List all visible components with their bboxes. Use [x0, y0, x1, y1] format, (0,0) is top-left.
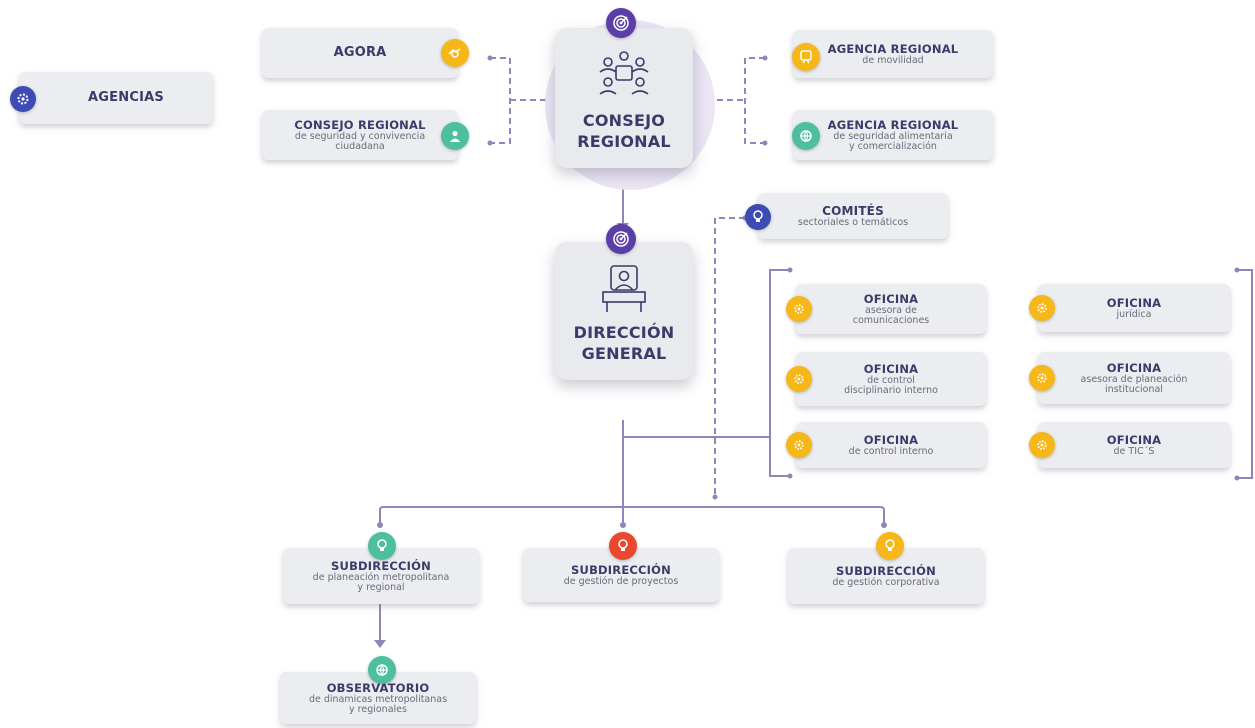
train-icon [792, 43, 820, 71]
direccion-general-line2: GENERAL [581, 344, 667, 363]
oficina-title: OFICINA [1106, 296, 1162, 310]
consejo-regional-line1: CONSEJO [582, 111, 666, 130]
subdireccion-sub1: de planeación metropolitana [312, 572, 450, 583]
subdireccion-sub2: y regional [357, 582, 405, 593]
oficina-disciplinario-box: OFICINA de control disciplinario interno [796, 352, 986, 406]
consejo-seguridad-sub1: de seguridad y convivencia [294, 131, 426, 142]
lightbulb-icon [609, 532, 637, 560]
comites-title: COMITÉS [822, 204, 884, 218]
gear-icon [786, 296, 812, 322]
oficina-sub2: comunicaciones [852, 315, 930, 326]
subdireccion-title: SUBDIRECCIÓN [571, 563, 671, 577]
oficina-juridica-box: OFICINA jurídica [1038, 284, 1230, 332]
subdireccion-corporativa-box: SUBDIRECCIÓN de gestión corporativa [788, 548, 984, 604]
desk-person-icon [602, 265, 646, 312]
consejo-regional-line2: REGIONAL [577, 132, 671, 151]
consejo-seguridad-box: CONSEJO REGIONAL de seguridad y conviven… [262, 110, 458, 160]
observatorio-sub2: y regionales [349, 704, 407, 715]
handshake-icon [441, 39, 469, 67]
oficina-control-interno-box: OFICINA de control interno [796, 422, 986, 468]
consejo-seguridad-sub2: ciudadana [335, 141, 385, 152]
oficina-title: OFICINA [863, 292, 919, 306]
agencia-seguridad-sub1: de seguridad alimentaria [833, 131, 953, 142]
comites-box: COMITÉS sectoriales o temáticos [758, 193, 948, 239]
agora-box: AGORA [262, 28, 458, 78]
agencias-box: AGENCIAS [19, 72, 213, 124]
gear-icon [10, 86, 36, 112]
agencia-movilidad-title: AGENCIA REGIONAL [827, 42, 959, 56]
oficina-sub1: de control [867, 375, 915, 386]
oficina-sub2: disciplinario interno [844, 385, 938, 396]
gear-icon [1029, 295, 1055, 321]
oficina-sub1: asesora de [865, 305, 917, 316]
target-icon [606, 8, 636, 38]
subdireccion-title: SUBDIRECCIÓN [836, 564, 936, 578]
agencia-seguridad-title: AGENCIA REGIONAL [827, 118, 959, 132]
lightbulb-icon [745, 204, 771, 230]
oficina-title: OFICINA [863, 433, 919, 447]
shield-person-icon [441, 122, 469, 150]
oficina-sub1: jurídica [1116, 309, 1152, 320]
lightbulb-icon [368, 532, 396, 560]
observatorio-title: OBSERVATORIO [326, 681, 430, 695]
subdireccion-title: SUBDIRECCIÓN [331, 559, 431, 573]
agora-title: AGORA [333, 45, 387, 60]
consejo-seguridad-title: CONSEJO REGIONAL [294, 118, 426, 132]
direccion-general-line1: DIRECCIÓN [573, 323, 675, 342]
gear-icon [786, 366, 812, 392]
oficina-sub1: de TIC´S [1113, 446, 1155, 457]
oficina-tics-box: OFICINA de TIC´S [1038, 422, 1230, 468]
agencia-movilidad-sub1: de movilidad [862, 55, 924, 66]
comites-sub1: sectoriales o temáticos [797, 217, 909, 228]
consejo-regional-box: CONSEJO REGIONAL [555, 28, 693, 168]
oficina-title: OFICINA [1106, 361, 1162, 375]
gear-icon [786, 432, 812, 458]
direccion-general-box: DIRECCIÓN GENERAL [555, 242, 693, 380]
subdireccion-sub1: de gestión de proyectos [563, 576, 679, 587]
agencias-title: AGENCIAS [88, 90, 164, 105]
agencia-seguridad-box: AGENCIA REGIONAL de seguridad alimentari… [793, 110, 993, 160]
lightbulb-icon [876, 532, 904, 560]
gear-icon [1029, 365, 1055, 391]
oficina-planeacion-box: OFICINA asesora de planeación institucio… [1038, 352, 1230, 404]
oficina-sub1: asesora de planeación [1080, 374, 1188, 385]
agencia-movilidad-box: AGENCIA REGIONAL de movilidad [793, 30, 993, 78]
gear-icon [1029, 432, 1055, 458]
oficina-sub1: de control interno [848, 446, 934, 457]
oficina-sub2: institucional [1105, 384, 1163, 395]
subdireccion-sub1: de gestión corporativa [832, 577, 940, 588]
target-icon [606, 224, 636, 254]
oficina-title: OFICINA [863, 362, 919, 376]
meeting-icon [599, 51, 649, 95]
agencia-seguridad-sub2: y comercialización [849, 141, 937, 152]
oficina-title: OFICINA [1106, 433, 1162, 447]
observatorio-sub1: de dinamicas metropolitanas [308, 694, 448, 705]
oficina-comunicaciones-box: OFICINA asesora de comunicaciones [796, 284, 986, 334]
globe-icon [368, 656, 396, 684]
globe-icon [792, 122, 820, 150]
